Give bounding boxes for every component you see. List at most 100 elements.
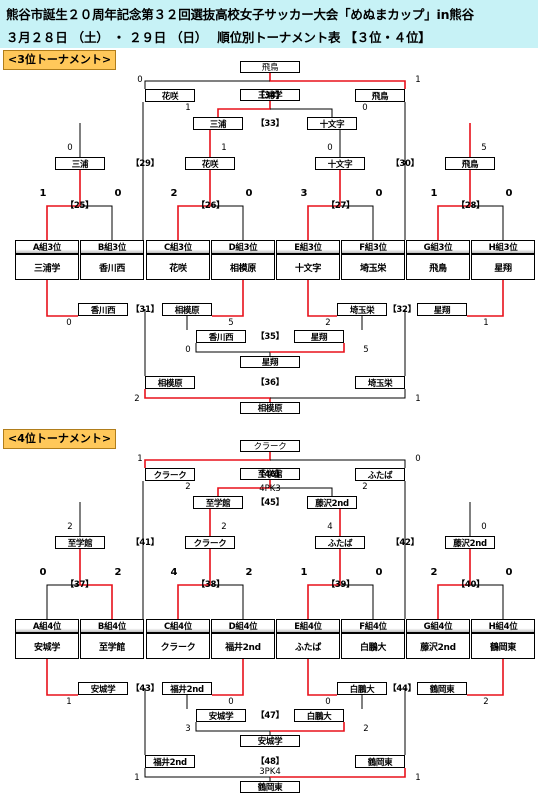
fourth-match-m44-left-team: 白鵬大 xyxy=(337,682,387,695)
bracket-line-41 xyxy=(470,584,504,619)
fourth-match-m42-right-team: 藤沢2nd xyxy=(445,536,495,549)
bracket-line-34 xyxy=(46,584,80,619)
third-match-m31-score-right: 5 xyxy=(228,318,234,328)
bracket-line-59 xyxy=(467,659,504,696)
third-match-m29-score-left: 0 xyxy=(67,143,73,153)
bracket-line-40 xyxy=(437,584,471,619)
fourth-match-m41-score-left: 2 xyxy=(67,522,73,532)
bracket-line-16 xyxy=(217,97,271,117)
fourth-match-m45-left-team: 至学館 xyxy=(193,496,243,509)
third-match-m36-right-team: 埼玉栄 xyxy=(355,376,405,389)
fourth-team-group-2: B組4位 xyxy=(80,619,144,633)
third-match-m35-score-right: 5 xyxy=(363,345,369,355)
bracket-line-60 xyxy=(195,722,271,735)
third-team-group-8: H組3位 xyxy=(471,240,535,254)
third-match-m34-winner: 飛鳥 xyxy=(240,61,300,73)
fourth-team-group-3: C組4位 xyxy=(146,619,210,633)
third-match-m35-left-team: 香川西 xyxy=(196,330,246,343)
fourth-match-m38-score-left: 4 xyxy=(170,567,178,578)
third-team-name-4: 相模原 xyxy=(211,254,275,280)
bracket-line-51 xyxy=(270,487,333,496)
page-header: 熊谷市誕生２０周年記念第３２回選抜高校女子サッカー大会「めぬまカップ」in熊谷 … xyxy=(0,0,538,48)
bracket-line-7 xyxy=(470,205,504,240)
third-match-m34-right-team: 飛鳥 xyxy=(355,89,405,102)
bracket-line-0 xyxy=(46,205,80,240)
fourth-place-section-title: <4位トーナメント> xyxy=(3,429,117,449)
fourth-match-m47-left-team: 安城学 xyxy=(196,709,246,722)
third-match-m26-score-right: 0 xyxy=(245,188,253,199)
fourth-match-m44-label: 【44】 xyxy=(388,684,416,694)
bracket-line-4 xyxy=(307,205,341,240)
bracket-line-26 xyxy=(195,343,271,356)
third-team-name-1: 三浦学 xyxy=(15,254,79,280)
bracket-line-21 xyxy=(144,80,270,89)
third-match-m36-label: 【36】 xyxy=(256,378,284,388)
fourth-match-m47-label: 【47】 xyxy=(256,711,284,721)
fourth-match-m47-score-right: 2 xyxy=(363,724,369,734)
fourth-match-m46-score-right: 0 xyxy=(415,454,421,464)
third-match-m35-label: 【35】 xyxy=(256,332,284,342)
third-match-m25-score-left: 1 xyxy=(39,188,47,199)
fourth-team-group-8: H組4位 xyxy=(471,619,535,633)
bracket-line-24 xyxy=(307,280,337,317)
third-match-m31-score-left: 0 xyxy=(66,318,72,328)
third-match-m26-label: 【26】 xyxy=(196,201,225,211)
fourth-match-m40-label: 【40】 xyxy=(456,580,485,590)
bracket-line-55 xyxy=(270,459,406,468)
third-match-m32-score-left: 2 xyxy=(325,318,331,328)
fourth-match-m38-label: 【38】 xyxy=(196,580,225,590)
fourth-team-group-7: G組4位 xyxy=(406,619,470,633)
third-match-m32-score-right: 1 xyxy=(483,318,489,328)
bracket-line-25 xyxy=(467,280,504,317)
fourth-team-name-2: 至学館 xyxy=(80,633,144,659)
third-match-m29-left-team: 三浦 xyxy=(55,157,105,170)
fourth-match-m43-label: 【43】 xyxy=(131,684,159,694)
fourth-match-m45-label: 【45】 xyxy=(256,498,284,508)
fourth-match-m44-right-team: 鶴岡東 xyxy=(417,682,467,695)
third-match-m25-score-right: 0 xyxy=(114,188,122,199)
fourth-match-m40-score-right: 0 xyxy=(505,567,513,578)
third-match-m36-left-team: 相模原 xyxy=(145,376,195,389)
fourth-match-m44-score-left: 0 xyxy=(325,697,331,707)
bracket-line-39 xyxy=(340,584,374,619)
third-team-group-1: A組3位 xyxy=(15,240,79,254)
fourth-team-name-1: 安城学 xyxy=(15,633,79,659)
bracket-line-27 xyxy=(270,343,345,353)
fourth-match-m39-label: 【39】 xyxy=(326,580,355,590)
fourth-match-m37-label: 【37】 xyxy=(65,580,94,590)
fourth-match-m47-winner: 安城学 xyxy=(240,735,300,747)
fourth-match-m41-label: 【41】 xyxy=(131,538,159,548)
bracket-line-62 xyxy=(144,768,271,781)
third-match-m33-left-team: 三浦 xyxy=(193,117,243,130)
third-match-m36-score-left: 2 xyxy=(134,394,140,404)
fourth-match-m43-left-team: 安城学 xyxy=(78,682,128,695)
bracket-line-22 xyxy=(46,280,78,317)
fourth-match-m43-score-left: 1 xyxy=(66,697,72,707)
third-match-m33-right-team: 十文字 xyxy=(307,117,357,130)
fourth-match-m46-right-team: ふたば xyxy=(355,468,405,481)
third-team-name-6: 埼玉栄 xyxy=(341,254,405,280)
fourth-match-m41-score-right: 2 xyxy=(221,522,227,532)
third-match-m34-label: 【34】 xyxy=(256,91,284,101)
bracket-line-56 xyxy=(46,659,78,696)
third-match-m30-score-right: 5 xyxy=(481,143,487,153)
tournament-title: 熊谷市誕生２０周年記念第３２回選抜高校女子サッカー大会「めぬまカップ」in熊谷 xyxy=(6,7,474,22)
third-match-m28-score-left: 1 xyxy=(430,188,438,199)
fourth-match-m45-winner: 至学館 xyxy=(240,468,300,480)
fourth-match-m37-score-right: 2 xyxy=(114,567,122,578)
third-team-name-8: 星翔 xyxy=(471,254,535,280)
third-place-section-title: <3位トーナメント> xyxy=(3,50,117,70)
fourth-match-m46-left-team: クラーク xyxy=(145,468,195,481)
fourth-match-m48-label: 【48】 xyxy=(256,757,284,767)
bracket-line-28 xyxy=(144,389,271,402)
bracket-line-35 xyxy=(79,584,113,619)
fourth-match-m39-score-left: 1 xyxy=(300,567,308,578)
fourth-match-m47-right-team: 白鵬大 xyxy=(294,709,344,722)
third-match-m29-label: 【29】 xyxy=(131,159,159,169)
third-match-m36-score-right: 1 xyxy=(415,394,421,404)
fourth-match-m45-pk: 4PK3 xyxy=(259,484,281,494)
third-match-m29-score-right: 1 xyxy=(221,143,227,153)
bracket-line-50 xyxy=(217,476,271,496)
third-team-name-2: 香川西 xyxy=(80,254,144,280)
bracket-line-2 xyxy=(177,205,211,240)
